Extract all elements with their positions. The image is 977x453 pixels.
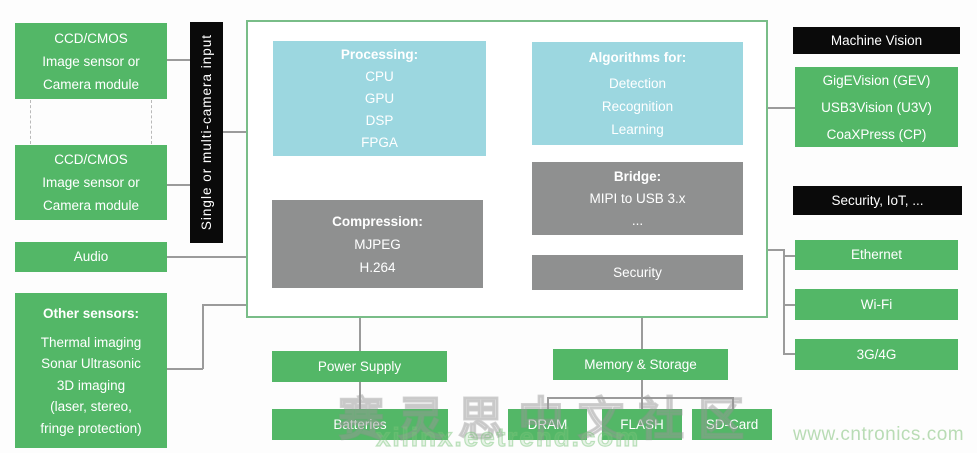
interface-coaxpress: CoaXPress (CP) [826, 126, 927, 142]
machine-vision-header: Machine Vision [793, 27, 960, 54]
wifi-label: Wi-Fi [860, 296, 893, 312]
connector-power-to-batteries [359, 382, 361, 409]
ethernet-box: Ethernet [795, 240, 958, 270]
camera-repeat-dash-left [30, 100, 31, 144]
connector-audio-to-soc [167, 256, 246, 258]
compression-item-mjpeg: MJPEG [354, 236, 401, 252]
bridge-title: Bridge: [613, 168, 662, 184]
processing-item-dsp: DSP [365, 112, 394, 128]
other-sensor-item-2: Sonar Ultrasonic [41, 356, 141, 371]
audio-box: Audio [15, 242, 167, 272]
other-sensor-item-1: Thermal imaging [40, 334, 142, 350]
processing-item-gpu: GPU [364, 90, 395, 106]
security-iot-header: Security, IoT, ... [793, 186, 962, 215]
camera2-line3: Camera module [42, 198, 140, 213]
other-sensor-item-4: (laser, stereo, [50, 399, 132, 414]
power-supply-box: Power Supply [272, 351, 447, 382]
camera-input-bar: Single or multi-camera input [190, 22, 223, 243]
memory-storage-box: Memory & Storage [553, 349, 728, 380]
connector-memory-to-bus [641, 380, 643, 397]
machine-vision-interfaces-box: GigEVision (GEV) USB3Vision (U3V) CoaXPr… [795, 67, 958, 147]
other-sensor-item-5: fringe protection) [40, 420, 142, 436]
processing-title: Processing: [340, 46, 419, 62]
algorithms-item-learning: Learning [611, 122, 664, 137]
watermark-chinese: 赛灵思中文社区 [337, 392, 758, 446]
connector-camera2-to-bar [167, 184, 190, 186]
batteries-label: Batteries [333, 416, 387, 432]
camera-input-label: Single or multi-camera input [198, 34, 214, 231]
connector-bus-to-dram [547, 397, 549, 409]
other-sensors-title: Other sensors: [42, 306, 140, 321]
other-sensor-item-3: 3D imaging [56, 377, 126, 393]
camera1-line3: Camera module [42, 76, 140, 92]
compression-item-h264: H.264 [359, 259, 396, 275]
connector-other-vertical [202, 304, 204, 369]
camera2-line1: CCD/CMOS [54, 152, 128, 167]
connector-memory-bus [547, 397, 732, 399]
compression-box: Compression: MJPEG H.264 [272, 200, 483, 288]
camera-module-box-1: CCD/CMOS Image sensor or Camera module [15, 23, 167, 99]
memory-storage-label: Memory & Storage [584, 356, 697, 372]
processing-box: Processing: CPU GPU DSP FPGA [273, 41, 486, 156]
cellular-box: 3G/4G [795, 339, 958, 370]
connector-camera1-to-bar [167, 59, 190, 61]
security-iot-label: Security, IoT, ... [831, 192, 924, 208]
bridge-box: Bridge: MIPI to USB 3.x ... [532, 162, 743, 235]
watermark-site: xilinx.eetrend.com [375, 421, 641, 452]
watermark-corner: www.cntronics.com [793, 424, 965, 445]
processing-item-cpu: CPU [365, 68, 394, 84]
connector-other-upper [202, 304, 246, 306]
camera1-line1: CCD/CMOS [54, 30, 128, 46]
connector-soc-to-memory [641, 318, 643, 349]
bridge-item-mipi: MIPI to USB 3.x [589, 190, 686, 206]
connector-trunk-to-cellular [783, 353, 795, 355]
connector-other-lower [167, 368, 203, 370]
sdcard-label: SD-Card [705, 416, 759, 432]
dram-box: DRAM [508, 409, 587, 440]
algorithms-item-detection: Detection [608, 76, 667, 91]
camera-module-box-2: CCD/CMOS Image sensor or Camera module [15, 145, 167, 220]
camera1-line2: Image sensor or [42, 53, 140, 69]
bridge-item-more: ... [631, 212, 644, 228]
power-supply-label: Power Supply [317, 358, 402, 374]
algorithms-title: Algorithms for: [588, 50, 687, 65]
flash-box: FLASH [602, 409, 682, 440]
connector-bar-to-soc [223, 131, 246, 133]
security-box: Security [532, 255, 743, 290]
flash-label: FLASH [620, 416, 664, 432]
other-sensors-box: Other sensors: Thermal imaging Sonar Ult… [15, 293, 167, 448]
camera-repeat-dash-right [151, 100, 152, 144]
connector-soc-to-power [359, 318, 361, 351]
audio-label: Audio [73, 249, 109, 264]
wifi-box: Wi-Fi [795, 289, 958, 320]
connector-soc-to-trunk [768, 249, 783, 251]
dram-label: DRAM [527, 416, 568, 432]
compression-title: Compression: [332, 213, 423, 229]
camera2-line2: Image sensor or [42, 175, 140, 190]
connector-soc-to-gige [768, 107, 795, 109]
connector-bus-to-flash [641, 397, 643, 409]
interface-usb3vision: USB3Vision (U3V) [821, 99, 932, 115]
interface-gigevision: GigEVision (GEV) [822, 72, 931, 88]
connector-trunk-to-wifi [783, 304, 795, 306]
connector-right-trunk [783, 249, 785, 354]
sdcard-box: SD-Card [692, 409, 772, 440]
connector-trunk-to-ethernet [783, 255, 795, 257]
processing-item-fpga: FPGA [361, 134, 398, 150]
algorithms-box: Algorithms for: Detection Recognition Le… [532, 42, 743, 145]
cellular-label: 3G/4G [856, 346, 897, 362]
machine-vision-label: Machine Vision [830, 32, 923, 48]
connector-bus-to-sdcard [732, 397, 734, 409]
security-label: Security [613, 264, 662, 280]
batteries-box: Batteries [272, 409, 448, 440]
algorithms-item-recognition: Recognition [601, 99, 674, 114]
ethernet-label: Ethernet [850, 247, 903, 262]
